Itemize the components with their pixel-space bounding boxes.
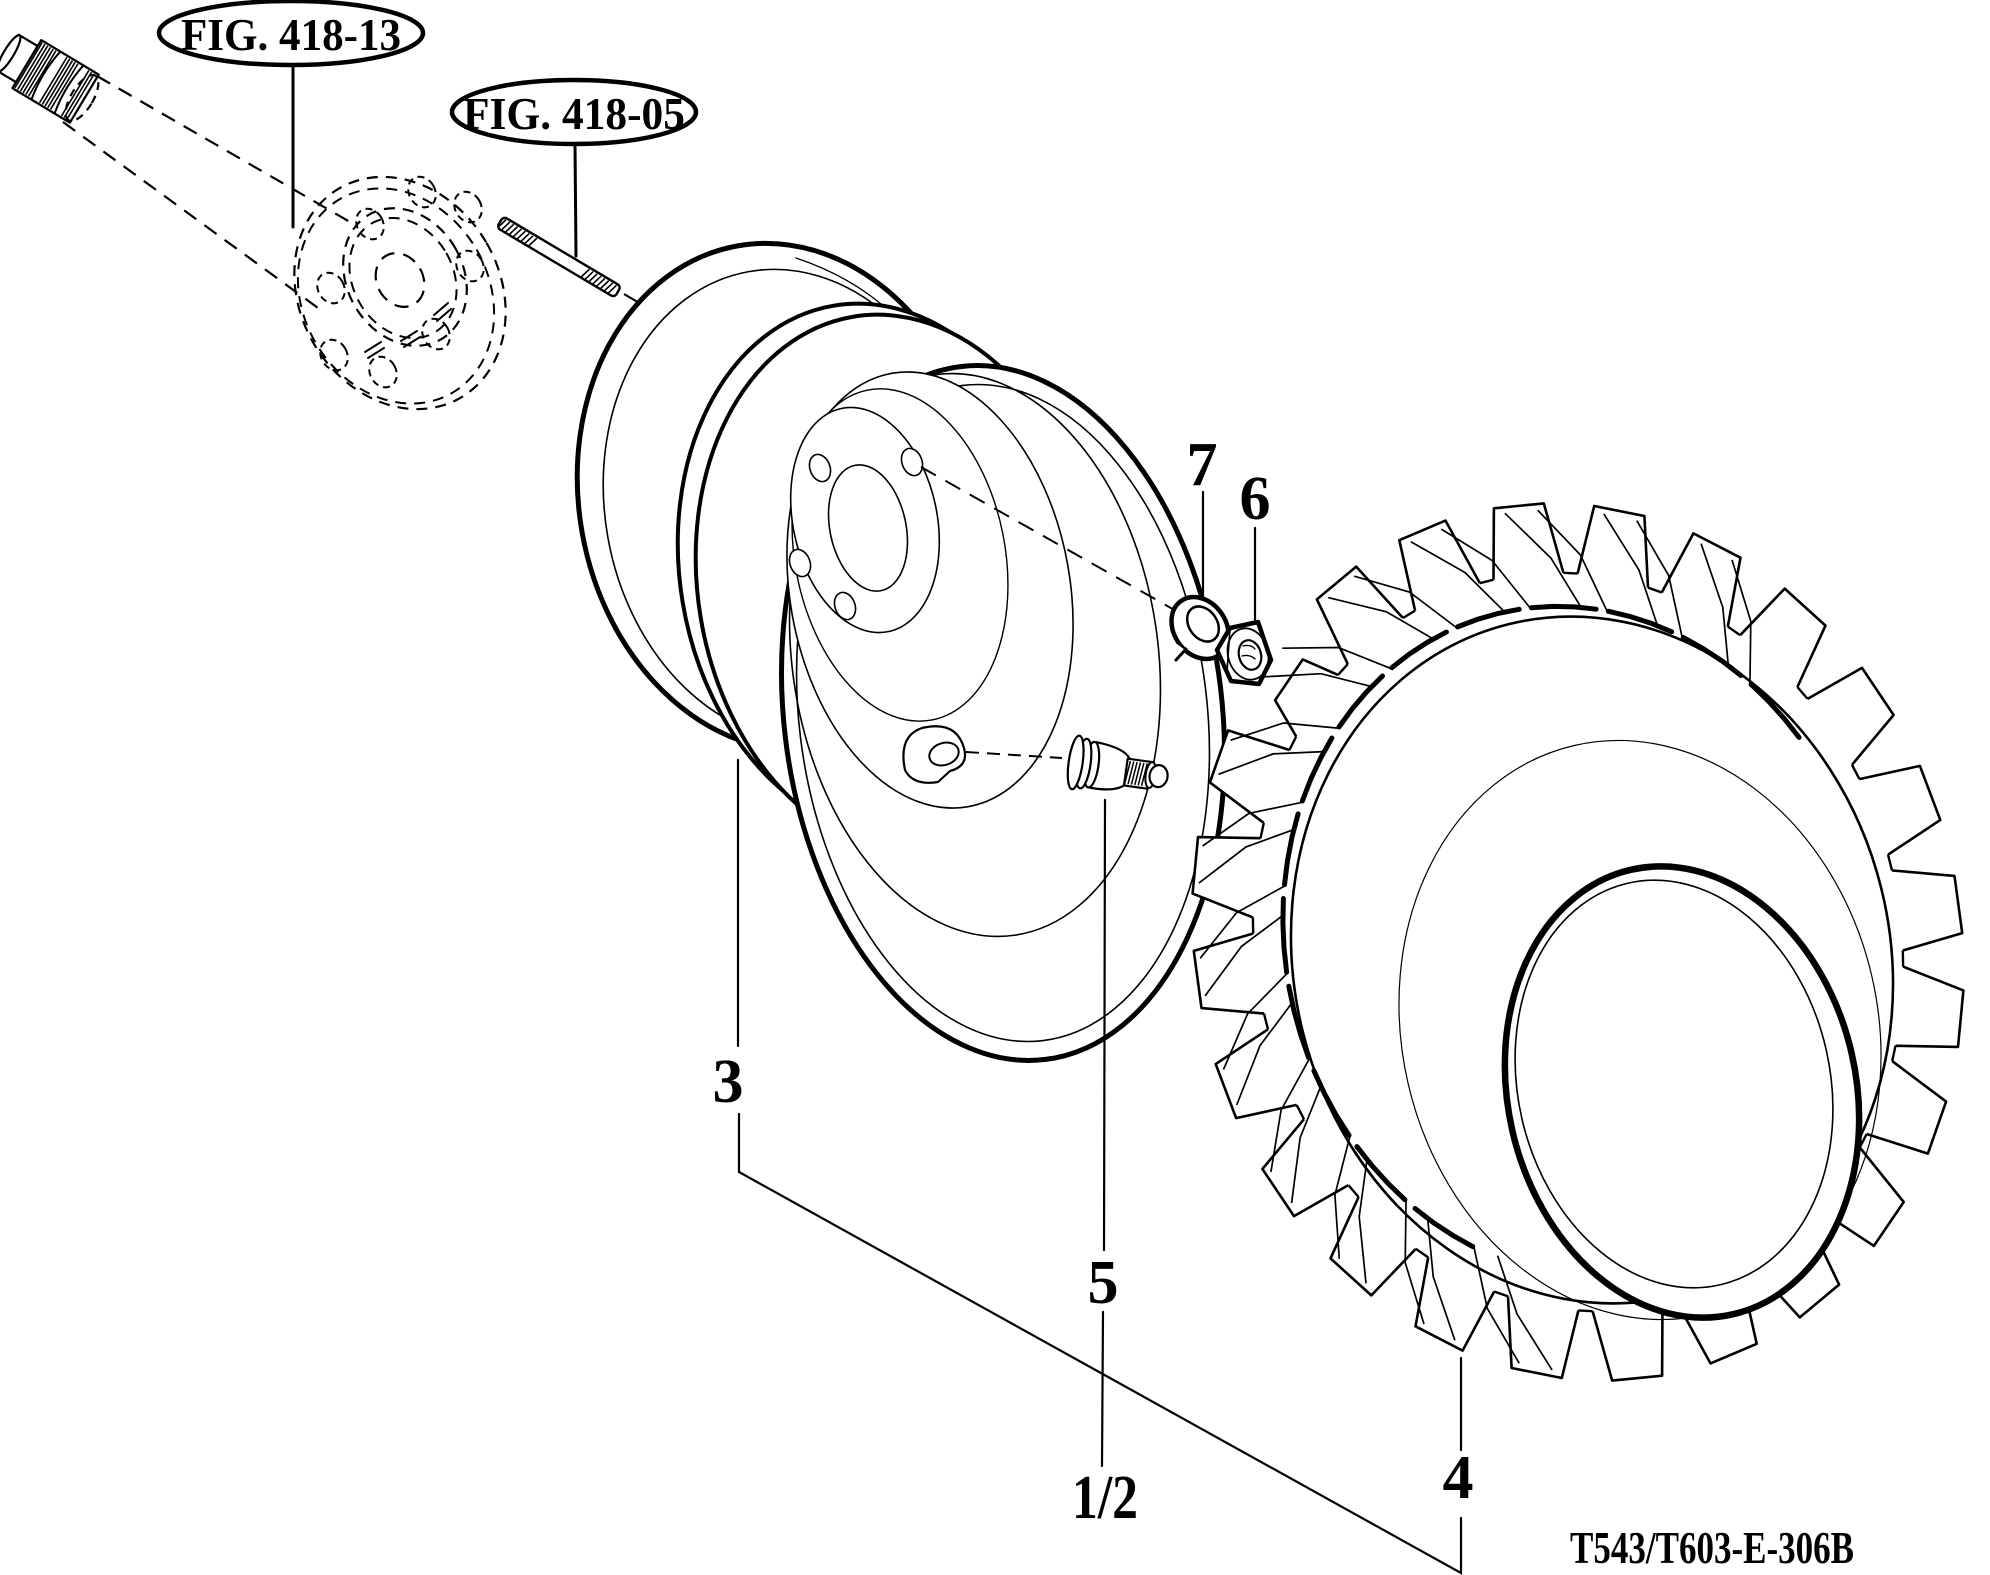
flange-bolt-holes	[316, 175, 485, 389]
part-number-5-valve[interactable]: 5	[1088, 1249, 1119, 1317]
leader-assembly	[1100, 1310, 1105, 1468]
callout-fig-418-13[interactable]: FIG. 418-13	[156, 0, 426, 229]
flange-chamfer-ticks	[364, 302, 452, 359]
assembly-bracket-line	[737, 1112, 1463, 1575]
valve-pocket	[902, 725, 967, 784]
hex-nut	[1214, 619, 1274, 687]
leader-lines	[736, 490, 1463, 1575]
tire-bead-opening	[1501, 863, 1863, 1321]
tire-lug-ring	[1191, 502, 1965, 1382]
wheel-rim	[574, 240, 1227, 1063]
hub-stud-holes	[788, 447, 924, 621]
callout-fig-418-05-label[interactable]: FIG. 418-05	[463, 88, 685, 139]
tire	[1191, 502, 1965, 1382]
valve-stem	[1066, 734, 1169, 791]
part-number-assembly[interactable]: 1/2	[1072, 1464, 1138, 1532]
spline-hatch	[14, 42, 96, 120]
part-number-4-tire[interactable]: 4	[1443, 1444, 1474, 1512]
stud-thread-hatch	[497, 219, 618, 294]
stud-axis-dashed-line-2	[920, 466, 1179, 613]
drawing-code: T543/T603-E-306B	[1570, 1523, 1854, 1573]
axle-flange	[293, 175, 507, 411]
wheel-stud	[496, 216, 621, 298]
tire-tread-chevrons	[1198, 509, 1802, 1371]
callout-fig-418-13-label[interactable]: FIG. 418-13	[181, 9, 401, 60]
part-number-3-rim[interactable]: 3	[713, 1048, 744, 1116]
callout-fig-418-05[interactable]: FIG. 418-05	[449, 77, 699, 258]
valve-dashed-line	[965, 751, 1063, 759]
part-number-7-washer[interactable]: 7	[1187, 431, 1218, 499]
valve-thread-hatch	[1123, 760, 1148, 787]
leader-part-5	[1102, 798, 1107, 1252]
callout-fig-418-05-leader	[573, 142, 578, 258]
part-number-6-nut[interactable]: 6	[1240, 465, 1271, 533]
axle-shaft	[0, 33, 351, 309]
